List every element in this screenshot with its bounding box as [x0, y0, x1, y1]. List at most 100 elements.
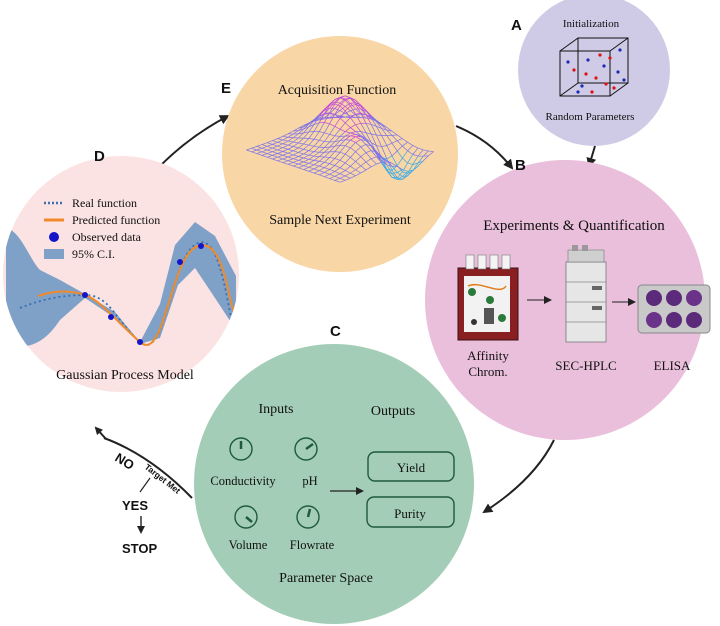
mesh-line: [298, 152, 304, 155]
decision-yes: YES: [122, 498, 148, 513]
mesh-line: [282, 152, 289, 156]
mesh-line: [350, 161, 356, 167]
mesh-line: [318, 147, 325, 153]
mesh-line: [365, 132, 372, 143]
mesh-line: [287, 141, 294, 146]
mesh-line: [313, 155, 320, 158]
mesh-line: [267, 156, 273, 160]
mesh-line: [308, 124, 315, 133]
mesh-line: [407, 162, 413, 165]
mesh-line: [334, 136, 341, 142]
mesh-line: [350, 104, 356, 107]
mesh-line: [339, 115, 346, 118]
mesh-line: [339, 179, 346, 183]
observed-point: [177, 259, 183, 265]
mesh-line: [277, 151, 283, 154]
mesh-line: [334, 129, 341, 137]
mesh-line: [376, 120, 382, 125]
mesh-line: [339, 167, 346, 171]
mesh-line: [350, 103, 356, 110]
legend-real-label: Real function: [72, 196, 137, 210]
mesh-line: [360, 156, 367, 163]
mesh-line: [303, 123, 310, 130]
mesh-line: [422, 155, 429, 162]
mesh-line: [329, 163, 335, 166]
mesh-line: [293, 156, 299, 160]
ph-gauge-icon: [294, 437, 318, 461]
mesh-line: [293, 152, 299, 156]
mesh-line: [267, 153, 273, 156]
flowrate-gauge-icon: [296, 505, 320, 529]
mesh-line: [402, 169, 408, 172]
mesh-line: [267, 147, 273, 151]
mesh-line: [308, 166, 315, 170]
mesh-line: [365, 144, 372, 147]
mesh-line: [345, 177, 351, 181]
mesh-line: [277, 143, 283, 147]
panel-a: Initialization Random Parameters A: [511, 0, 670, 146]
mesh-line: [246, 149, 252, 153]
mesh-line: [407, 141, 413, 146]
panel-c: C Inputs Outputs Conductivity pH Volume …: [194, 323, 474, 624]
mesh-line: [355, 139, 361, 143]
mesh-line: [381, 160, 388, 166]
mesh-line: [365, 140, 372, 146]
mesh-line: [365, 138, 372, 143]
mesh-line: [282, 160, 289, 163]
mesh-line: [345, 132, 351, 137]
mesh-line: [355, 114, 362, 124]
mesh-line: [277, 138, 283, 141]
mesh-line: [272, 141, 278, 145]
mesh-line: [360, 146, 367, 153]
input-ph: pH: [302, 474, 317, 488]
mesh-line: [407, 164, 414, 174]
mesh-line: [381, 124, 388, 131]
mesh-line: [313, 122, 320, 125]
mesh-line: [251, 146, 257, 149]
mesh-line: [360, 108, 367, 115]
mesh-line: [267, 144, 273, 147]
mesh-line: [386, 170, 393, 174]
mesh-line: [334, 158, 341, 161]
mesh-line: [261, 155, 268, 158]
mesh-line: [308, 160, 315, 164]
mesh-line: [339, 102, 346, 107]
mesh-line: [334, 151, 341, 153]
mesh-line: [303, 148, 309, 151]
sec-hplc-label: SEC-HPLC: [555, 358, 616, 373]
mesh-line: [308, 119, 315, 125]
mesh-line: [293, 147, 299, 152]
mesh-line: [287, 154, 294, 158]
mesh-line: [287, 130, 294, 135]
mesh-line: [334, 160, 341, 166]
mesh-line: [324, 123, 330, 133]
mesh-line: [391, 166, 398, 173]
mesh-line: [345, 103, 351, 107]
decision-condition: Target Met: [143, 462, 183, 496]
inputs-title: Inputs: [259, 402, 294, 417]
mesh-line: [350, 147, 356, 152]
mesh-line: [318, 113, 325, 123]
mesh-line: [308, 164, 315, 168]
mesh-line: [339, 117, 346, 124]
mesh-line: [318, 141, 325, 148]
mesh-line: [360, 165, 367, 171]
mesh-line: [365, 110, 372, 118]
mesh-line: [350, 139, 356, 143]
mesh-line: [313, 172, 320, 176]
mesh-line: [287, 152, 294, 156]
mesh-line: [360, 139, 367, 141]
mesh-line: [303, 143, 309, 146]
mesh-line: [428, 150, 434, 153]
mesh-line: [412, 154, 419, 157]
no-arrow-head: [94, 426, 107, 440]
mesh-line: [324, 103, 330, 110]
mesh-line: [272, 158, 278, 162]
mesh-line: [350, 115, 356, 118]
mesh-line: [256, 144, 263, 147]
mesh-line: [329, 103, 335, 106]
mesh-line: [272, 151, 278, 154]
mesh-line: [324, 117, 330, 120]
mesh-line: [339, 110, 346, 119]
